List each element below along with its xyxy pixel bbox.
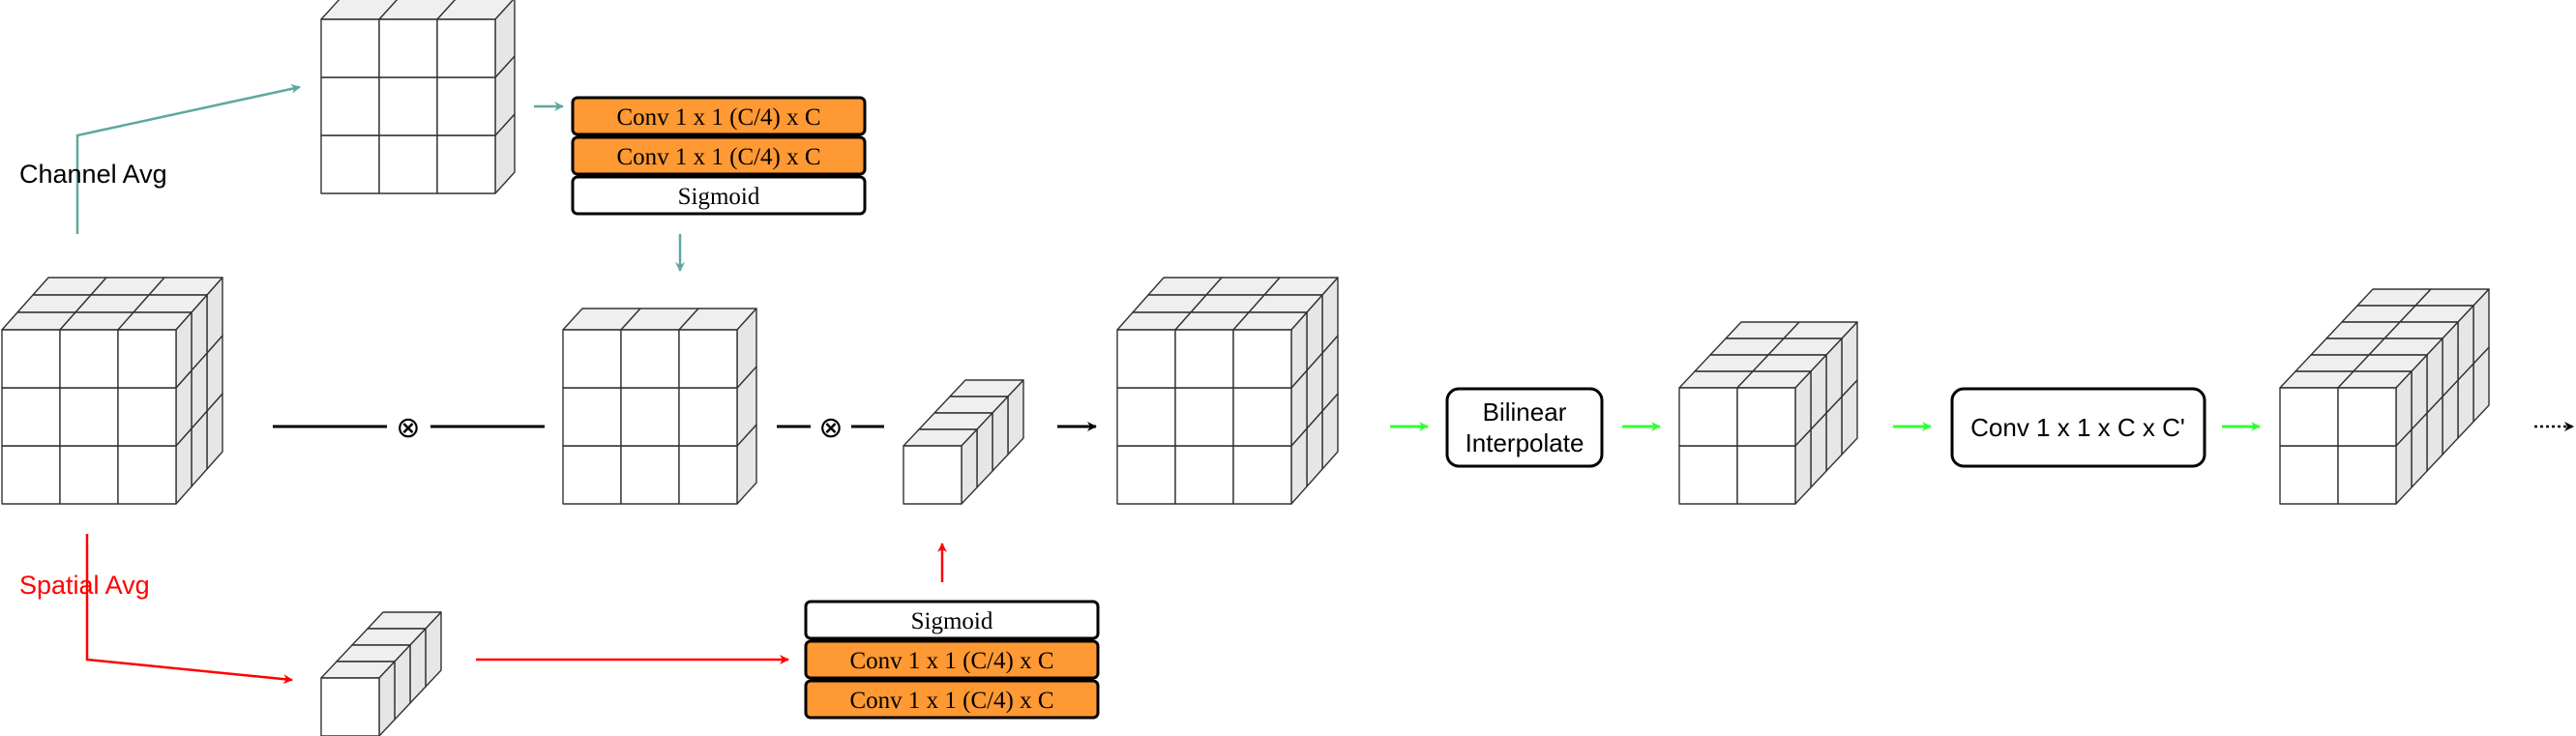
channel-conv-block-1: Conv 1 x 1 (C/4) x C — [571, 96, 867, 136]
channel-avg-label: Channel Avg — [19, 160, 167, 189]
svg-text:Conv 1 x 1 (C/4) x C: Conv 1 x 1 (C/4) x C — [616, 104, 820, 131]
multiply-symbol-1: ⊗ — [396, 412, 420, 444]
channel-avg-cube — [320, 0, 516, 194]
svg-text:Sigmoid: Sigmoid — [911, 608, 993, 634]
svg-text:Interpolate: Interpolate — [1466, 428, 1584, 457]
input-feature-cube — [1, 277, 223, 505]
output-feature-cube — [1116, 277, 1339, 505]
svg-text:Sigmoid: Sigmoid — [678, 184, 760, 210]
spatial-conv-block-2: Conv 1 x 1 (C/4) x C — [804, 679, 1100, 720]
spatial-avg-cube — [320, 611, 442, 736]
svg-text:Conv 1 x 1 (C/4) x C: Conv 1 x 1 (C/4) x C — [849, 648, 1053, 674]
spatial-sigmoid-block: Sigmoid — [804, 600, 1100, 640]
spatial-avg-label: Spatial Avg — [19, 571, 150, 600]
interpolated-cube — [1678, 321, 1858, 505]
final-cube — [2279, 288, 2490, 505]
svg-text:Conv 1 x 1 (C/4) x C: Conv 1 x 1 (C/4) x C — [616, 144, 820, 170]
channel-conv-block-2: Conv 1 x 1 (C/4) x C — [571, 135, 867, 176]
spatial-conv-block-1: Conv 1 x 1 (C/4) x C — [804, 639, 1100, 680]
svg-text:Conv 1 x 1 (C/4) x C: Conv 1 x 1 (C/4) x C — [849, 688, 1053, 714]
channel-weighted-cube — [562, 308, 757, 505]
channel-avg-connector — [75, 84, 301, 234]
spatial-avg-connector — [85, 534, 293, 685]
multiply-symbol-2: ⊗ — [818, 412, 843, 444]
bilinear-interpolate-block: Bilinear Interpolate — [1445, 387, 1604, 468]
spatial-weight-cube — [903, 379, 1024, 505]
conv-c-prime-block: Conv 1 x 1 x C x C' — [1950, 387, 2206, 468]
svg-text:Bilinear: Bilinear — [1483, 397, 1567, 427]
svg-text:Conv 1 x 1 x C x C': Conv 1 x 1 x C x C' — [1970, 413, 2185, 442]
channel-sigmoid-block: Sigmoid — [571, 175, 867, 216]
